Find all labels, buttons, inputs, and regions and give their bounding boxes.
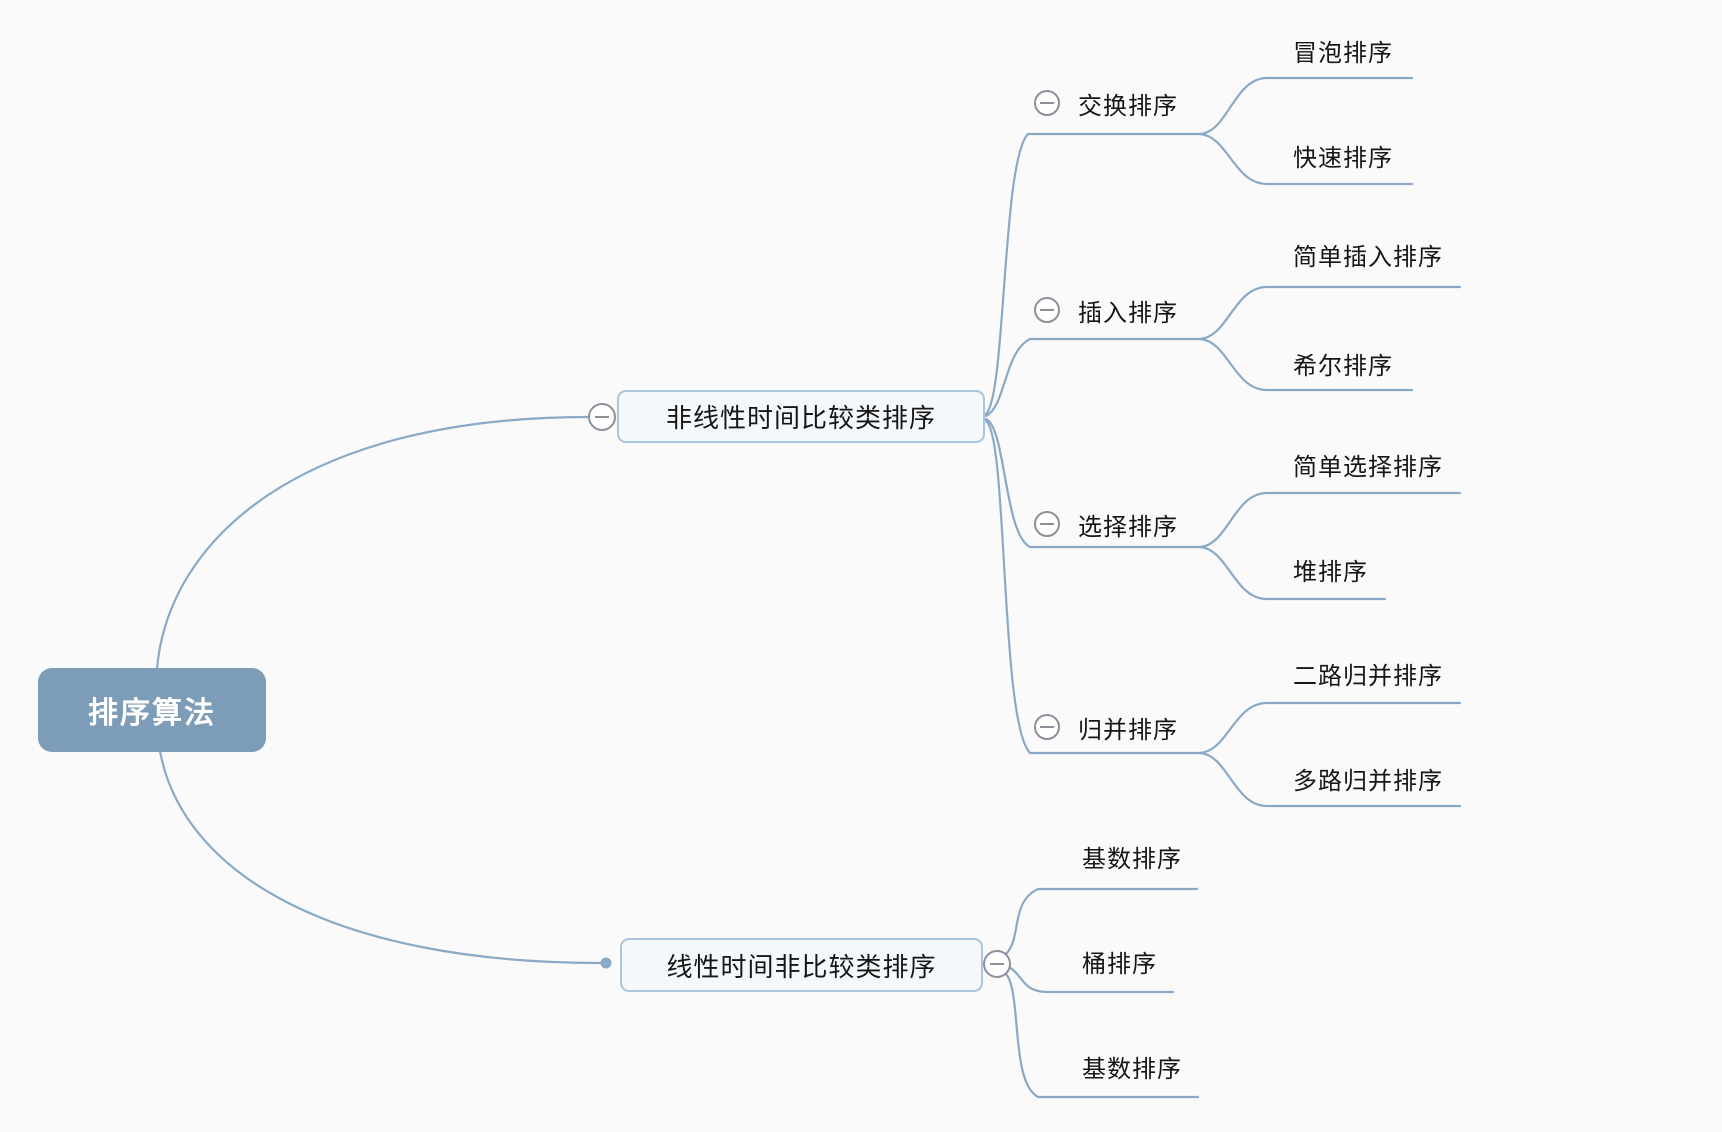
leaf-node-bucket-sort[interactable]: 桶排序	[1082, 950, 1157, 978]
connector-leaf-simple-insert	[1198, 285, 1462, 341]
collapse-toggle-branch2[interactable]	[983, 950, 1011, 978]
collapse-toggle-exchange[interactable]	[1034, 90, 1060, 116]
connector-leaf-radix-top	[1004, 887, 1199, 956]
leaf-node-shell-sort[interactable]: 希尔排序	[1293, 352, 1393, 380]
leaf-node-radix-sort-top[interactable]: 基数排序	[1082, 845, 1182, 873]
connector-root-branch2	[158, 749, 603, 965]
connector-branch1-insert	[984, 337, 1202, 418]
connector-leaf-radix-bottom	[1004, 972, 1200, 1099]
leaf-node-two-way-merge-sort[interactable]: 二路归并排序	[1293, 662, 1443, 690]
connector-leaf-multi-way-merge	[1198, 751, 1462, 808]
leaf-node-quick-sort[interactable]: 快速排序	[1293, 144, 1393, 172]
leaf-node-heap-sort[interactable]: 堆排序	[1293, 558, 1368, 586]
connector-branch1-exchange	[984, 132, 1202, 416]
leaf-node-multi-way-merge-sort[interactable]: 多路归并排序	[1293, 767, 1443, 795]
connector-leaf-quick	[1198, 132, 1414, 186]
group-node-exchange-sort[interactable]: 交换排序	[1078, 92, 1178, 120]
connector-branch1-select	[984, 417, 1202, 549]
leaf-node-radix-sort-bottom[interactable]: 基数排序	[1082, 1055, 1182, 1083]
branch-node-nonlinear-comparison[interactable]: 非线性时间比较类排序	[617, 390, 985, 443]
group-node-insert-sort[interactable]: 插入排序	[1078, 299, 1178, 327]
leaf-node-simple-insert-sort[interactable]: 简单插入排序	[1293, 243, 1443, 271]
connector-leaf-heap	[1198, 545, 1387, 601]
collapse-toggle-select[interactable]	[1034, 511, 1060, 537]
connector-leaf-bucket	[1007, 965, 1175, 994]
connector-leaf-two-way-merge	[1198, 701, 1462, 755]
connector-leaf-simple-select	[1198, 491, 1462, 549]
collapse-toggle-insert[interactable]	[1034, 297, 1060, 323]
connector-leaf-bubble	[1198, 76, 1414, 136]
collapse-toggle-branch1[interactable]	[588, 403, 616, 431]
connection-dot	[600, 957, 612, 969]
group-node-select-sort[interactable]: 选择排序	[1078, 513, 1178, 541]
root-node[interactable]: 排序算法	[38, 668, 266, 752]
connector-branch1-merge	[984, 419, 1202, 755]
connector-root-branch1	[155, 415, 591, 671]
branch-node-linear-noncomparison[interactable]: 线性时间非比较类排序	[620, 938, 983, 992]
leaf-node-bubble-sort[interactable]: 冒泡排序	[1293, 39, 1393, 67]
collapse-toggle-merge[interactable]	[1034, 714, 1060, 740]
leaf-node-simple-select-sort[interactable]: 简单选择排序	[1293, 453, 1443, 481]
group-node-merge-sort[interactable]: 归并排序	[1078, 716, 1178, 744]
connector-leaf-shell	[1198, 337, 1414, 392]
